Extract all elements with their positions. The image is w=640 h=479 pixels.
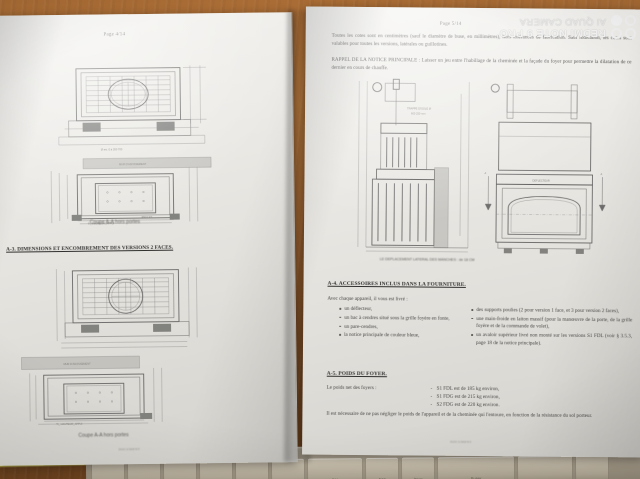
left-caption-bottom: Coupe A-A hors portes [78, 432, 129, 439]
key[interactable]: Suppr [437, 456, 515, 479]
svg-text:TRAPPE D'ISOLE Ø: TRAPPE D'ISOLE Ø [407, 106, 431, 110]
section-heading-a5: A-5. POIDS DU FOYER. [326, 370, 388, 378]
watermark-brand: REDMI NOTE 9 PRO [499, 26, 606, 39]
key[interactable] [517, 455, 573, 479]
list-item: une main-froide en laiton massif (pour l… [476, 316, 632, 333]
left-footnote: DOCUMENT [118, 447, 141, 452]
a5-weights-list: S1 FDL est de 185 kg environ, S1 FDG est… [430, 386, 610, 411]
plan-section-1-face-drawing: Ø ext. 0 à 200 700 [38, 57, 239, 155]
svg-text:Ø ext. 0 à 200 700: Ø ext. 0 à 200 700 [101, 147, 123, 151]
section-heading-a3: A-3. DIMENSIONS ET ENCOMBREMENT DES VERS… [6, 244, 174, 253]
section-heading-a4: A-4. ACCESSOIRES INCLUS DANS LA FOURNITU… [327, 280, 466, 288]
svg-text:MUR D'ADOSSEMENT: MUR D'ADOSSEMENT [119, 162, 147, 166]
a4-intro: Avec chaque appareil, il vous est livré … [327, 295, 408, 303]
svg-text:600 250 mm: 600 250 mm [411, 111, 425, 115]
camera-watermark: REDMI NOTE 9 PRO AI QUAD CAMERA [446, 6, 636, 48]
key[interactable]: F11 [307, 458, 363, 479]
svg-text:MUR D'ADOSSEMENT: MUR D'ADOSSEMENT [63, 362, 91, 366]
key[interactable]: Inser [401, 457, 435, 479]
svg-text:TI_ HAUTEUR_APPUI: TI_ HAUTEUR_APPUI [56, 422, 83, 426]
list-item: des supports poulies (2 pour version 1 f… [476, 307, 632, 316]
drawing-bottom-note: LE DEPLACEMENT LATERAL DES MANCHES : de … [379, 257, 475, 262]
list-item: un avaloir supérieur livré non monté sur… [476, 332, 632, 349]
list-item: un bac à cendres situé sous la grille fo… [344, 315, 462, 324]
plan-section-2-faces-drawing [30, 261, 241, 356]
manual-right-page: Page 5/14 Toutes les cotes sont en centi… [302, 6, 640, 458]
front-elevation-2-faces-drawing: MUR D'ADOSSEMENT [7, 349, 248, 428]
section-view-drawing: TRAPPE D'ISOLE Ø 600 250 mm [350, 75, 482, 256]
list-item: un déflecteur, [344, 306, 462, 315]
manual-left-page: Page 4/14 [0, 12, 298, 466]
svg-text:A: A [600, 172, 602, 176]
right-footnote: DOCUMENT [450, 439, 472, 444]
front-elevation-drawing: DEFLECTEUR A A [482, 76, 634, 257]
key[interactable]: F12 [365, 457, 399, 479]
left-caption-top: Coupe A-A hors portes [89, 219, 141, 226]
a5-closing: Il est nécessaire de ne pas négliger le … [326, 410, 593, 420]
svg-text:DEFLECTEUR: DEFLECTEUR [532, 178, 549, 182]
svg-text:REGLES: REGLES [142, 215, 153, 219]
key[interactable] [575, 455, 609, 479]
a4-bullets-right: des supports poulies (2 pour version 1 f… [469, 307, 632, 350]
a4-bullets-left: un déflecteur, un bac à cendres situé so… [337, 306, 462, 342]
quad-camera-logo-icon [611, 15, 636, 39]
rappel-paragraph: RAPPEL DE LA NOTICE PRINCIPALE : Laisser… [331, 56, 632, 72]
watermark-camera: AI QUAD CAMERA [519, 16, 606, 28]
list-item: S2 FDG est de 220 kg environ. [430, 401, 610, 410]
svg-text:A: A [484, 171, 486, 175]
list-item: la notice principale de couleur bleue, [344, 332, 462, 341]
front-elevation-1-face-drawing: MUR D'ADOSSEMENT [21, 153, 252, 228]
list-item: un pare-cendres, [344, 324, 462, 333]
a5-intro: Le poids net des foyers : [326, 384, 377, 392]
left-page-number: Page 4/14 [103, 32, 126, 38]
